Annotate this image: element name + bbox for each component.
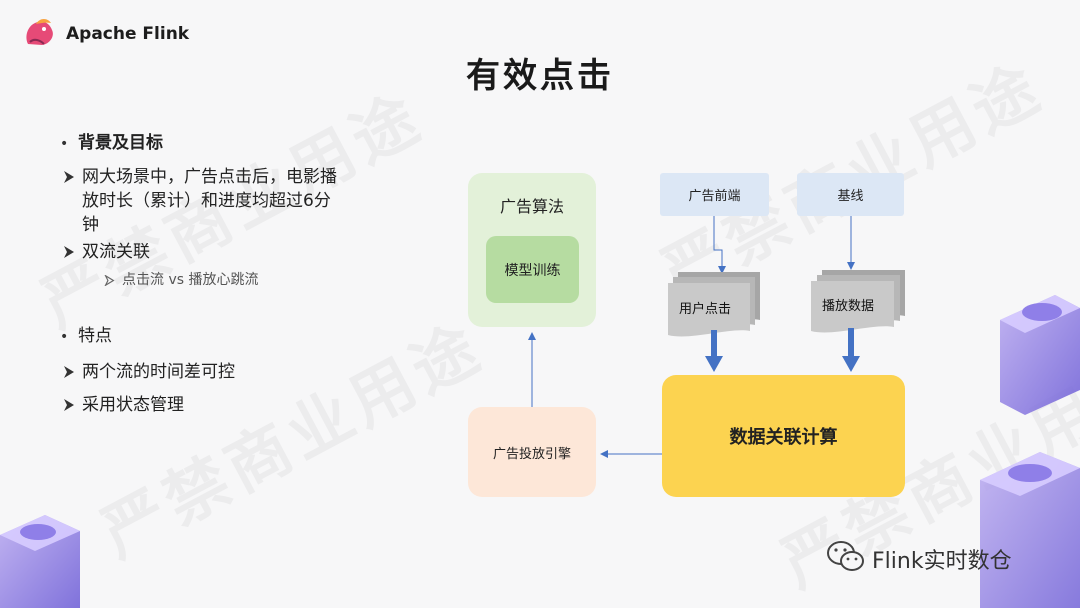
wechat-icon [827, 541, 864, 571]
thick-arrow-click-to-compute [705, 330, 723, 372]
data-join-compute-label: 数据关联计算 [729, 427, 838, 448]
item-line: 网大场景中，广告点击后，电影播 [82, 167, 337, 187]
model-training-box: 模型训练 [486, 236, 579, 303]
connector-frontend-to-click [713, 216, 726, 274]
arrow-bullet-icon [64, 399, 74, 411]
decorative-cube-art-right [980, 295, 1080, 608]
ad-delivery-engine-box: 广告投放引擎 [468, 407, 596, 497]
baseline-box: 基线 [797, 173, 904, 216]
arrow-bullet-icon [104, 275, 115, 286]
section-background-goal: 背景及目标 [78, 133, 163, 153]
item-time-diff: 两个流的时间差可控 [82, 362, 235, 382]
flink-squirrel-logo-icon [26, 19, 53, 45]
bullet-dot: • [60, 329, 69, 345]
baseline-label: 基线 [837, 189, 864, 204]
sub-item-streams: 点击流 vs 播放心跳流 [122, 272, 259, 288]
decorative-cube-art-left [0, 515, 80, 608]
doc-stack-play-data [811, 270, 905, 333]
play-data-label: 播放数据 [822, 299, 875, 314]
footer-account-name: Flink实时数仓 [872, 549, 1012, 574]
arrow-bullet-icon [64, 246, 74, 258]
ad-delivery-engine-label: 广告投放引擎 [492, 446, 571, 462]
model-training-label: 模型训练 [504, 262, 561, 279]
doc-stack-user-click [668, 272, 760, 337]
ad-frontend-box: 广告前端 [660, 173, 769, 216]
item-dual-stream: 双流关联 [82, 242, 150, 262]
data-join-compute-box: 数据关联计算 [662, 375, 905, 497]
brand-name: Apache Flink [66, 24, 190, 44]
bullet-dot: • [60, 136, 69, 152]
arrow-bullet-icon [64, 171, 74, 183]
ad-algorithm-label: 广告算法 [499, 197, 564, 216]
item-line: 放时长（累计）和进度均超过6分 [82, 191, 331, 211]
ad-frontend-label: 广告前端 [688, 189, 741, 204]
section-features: 特点 [78, 326, 112, 346]
arrow-bullet-icon [64, 366, 74, 378]
thick-arrow-play-to-compute [842, 328, 860, 372]
user-click-label: 用户点击 [679, 302, 732, 317]
page-title: 有效点击 [466, 56, 614, 96]
item-state-management: 采用状态管理 [82, 395, 184, 415]
item-line: 钟 [82, 215, 99, 235]
